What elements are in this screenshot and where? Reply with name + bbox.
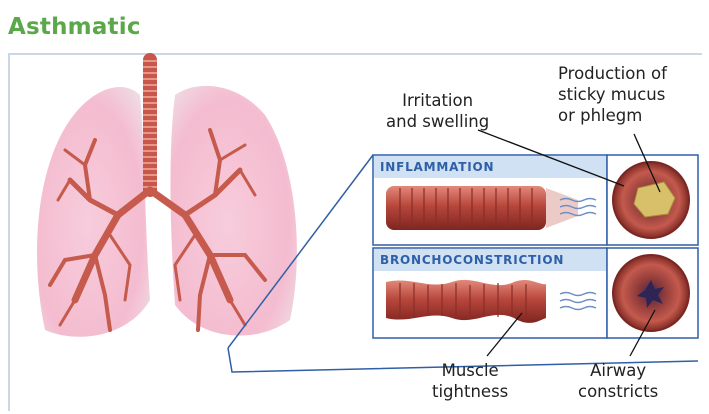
left-lung bbox=[37, 87, 150, 337]
muscle-tightness-label: Muscle tightness bbox=[432, 360, 508, 402]
irritation-label: Irritation and swelling bbox=[386, 90, 489, 132]
airway-constricts-label: Airway constricts bbox=[578, 360, 658, 402]
inflammation-heading: INFLAMMATION bbox=[380, 160, 494, 174]
mucus-production-label: Production of sticky mucus or phlegm bbox=[558, 63, 667, 126]
bronchoconstriction-heading: BRONCHOCONSTRICTION bbox=[380, 253, 564, 267]
constricted-cross-section bbox=[613, 255, 689, 331]
lungs-illustration bbox=[37, 60, 297, 337]
